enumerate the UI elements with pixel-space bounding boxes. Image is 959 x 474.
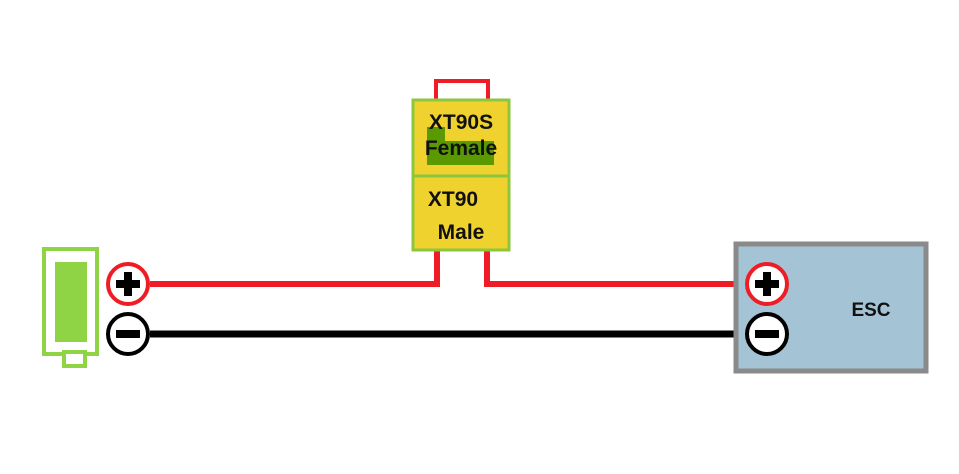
xt90-connector: XT90S Female XT90 Male — [411, 79, 511, 252]
female-top-loop — [434, 79, 490, 103]
battery-positive-terminal-icon — [106, 262, 150, 306]
battery-negative-terminal-icon — [106, 312, 150, 356]
connector-female-inner-notch — [445, 127, 494, 141]
male-label-line2: Male — [438, 221, 485, 244]
positive-wire-esc-side — [484, 250, 745, 287]
connector-male-half — [411, 174, 511, 252]
battery-icon — [42, 247, 99, 368]
esc-positive-terminal-icon — [745, 262, 789, 306]
female-label-line1: XT90S — [429, 111, 493, 134]
female-label-line2: Female — [425, 137, 497, 160]
male-label-line1: XT90 — [428, 188, 478, 211]
esc-label: ESC — [851, 300, 890, 321]
positive-wire-battery-side — [150, 250, 440, 287]
esc-negative-terminal-icon — [745, 312, 789, 356]
